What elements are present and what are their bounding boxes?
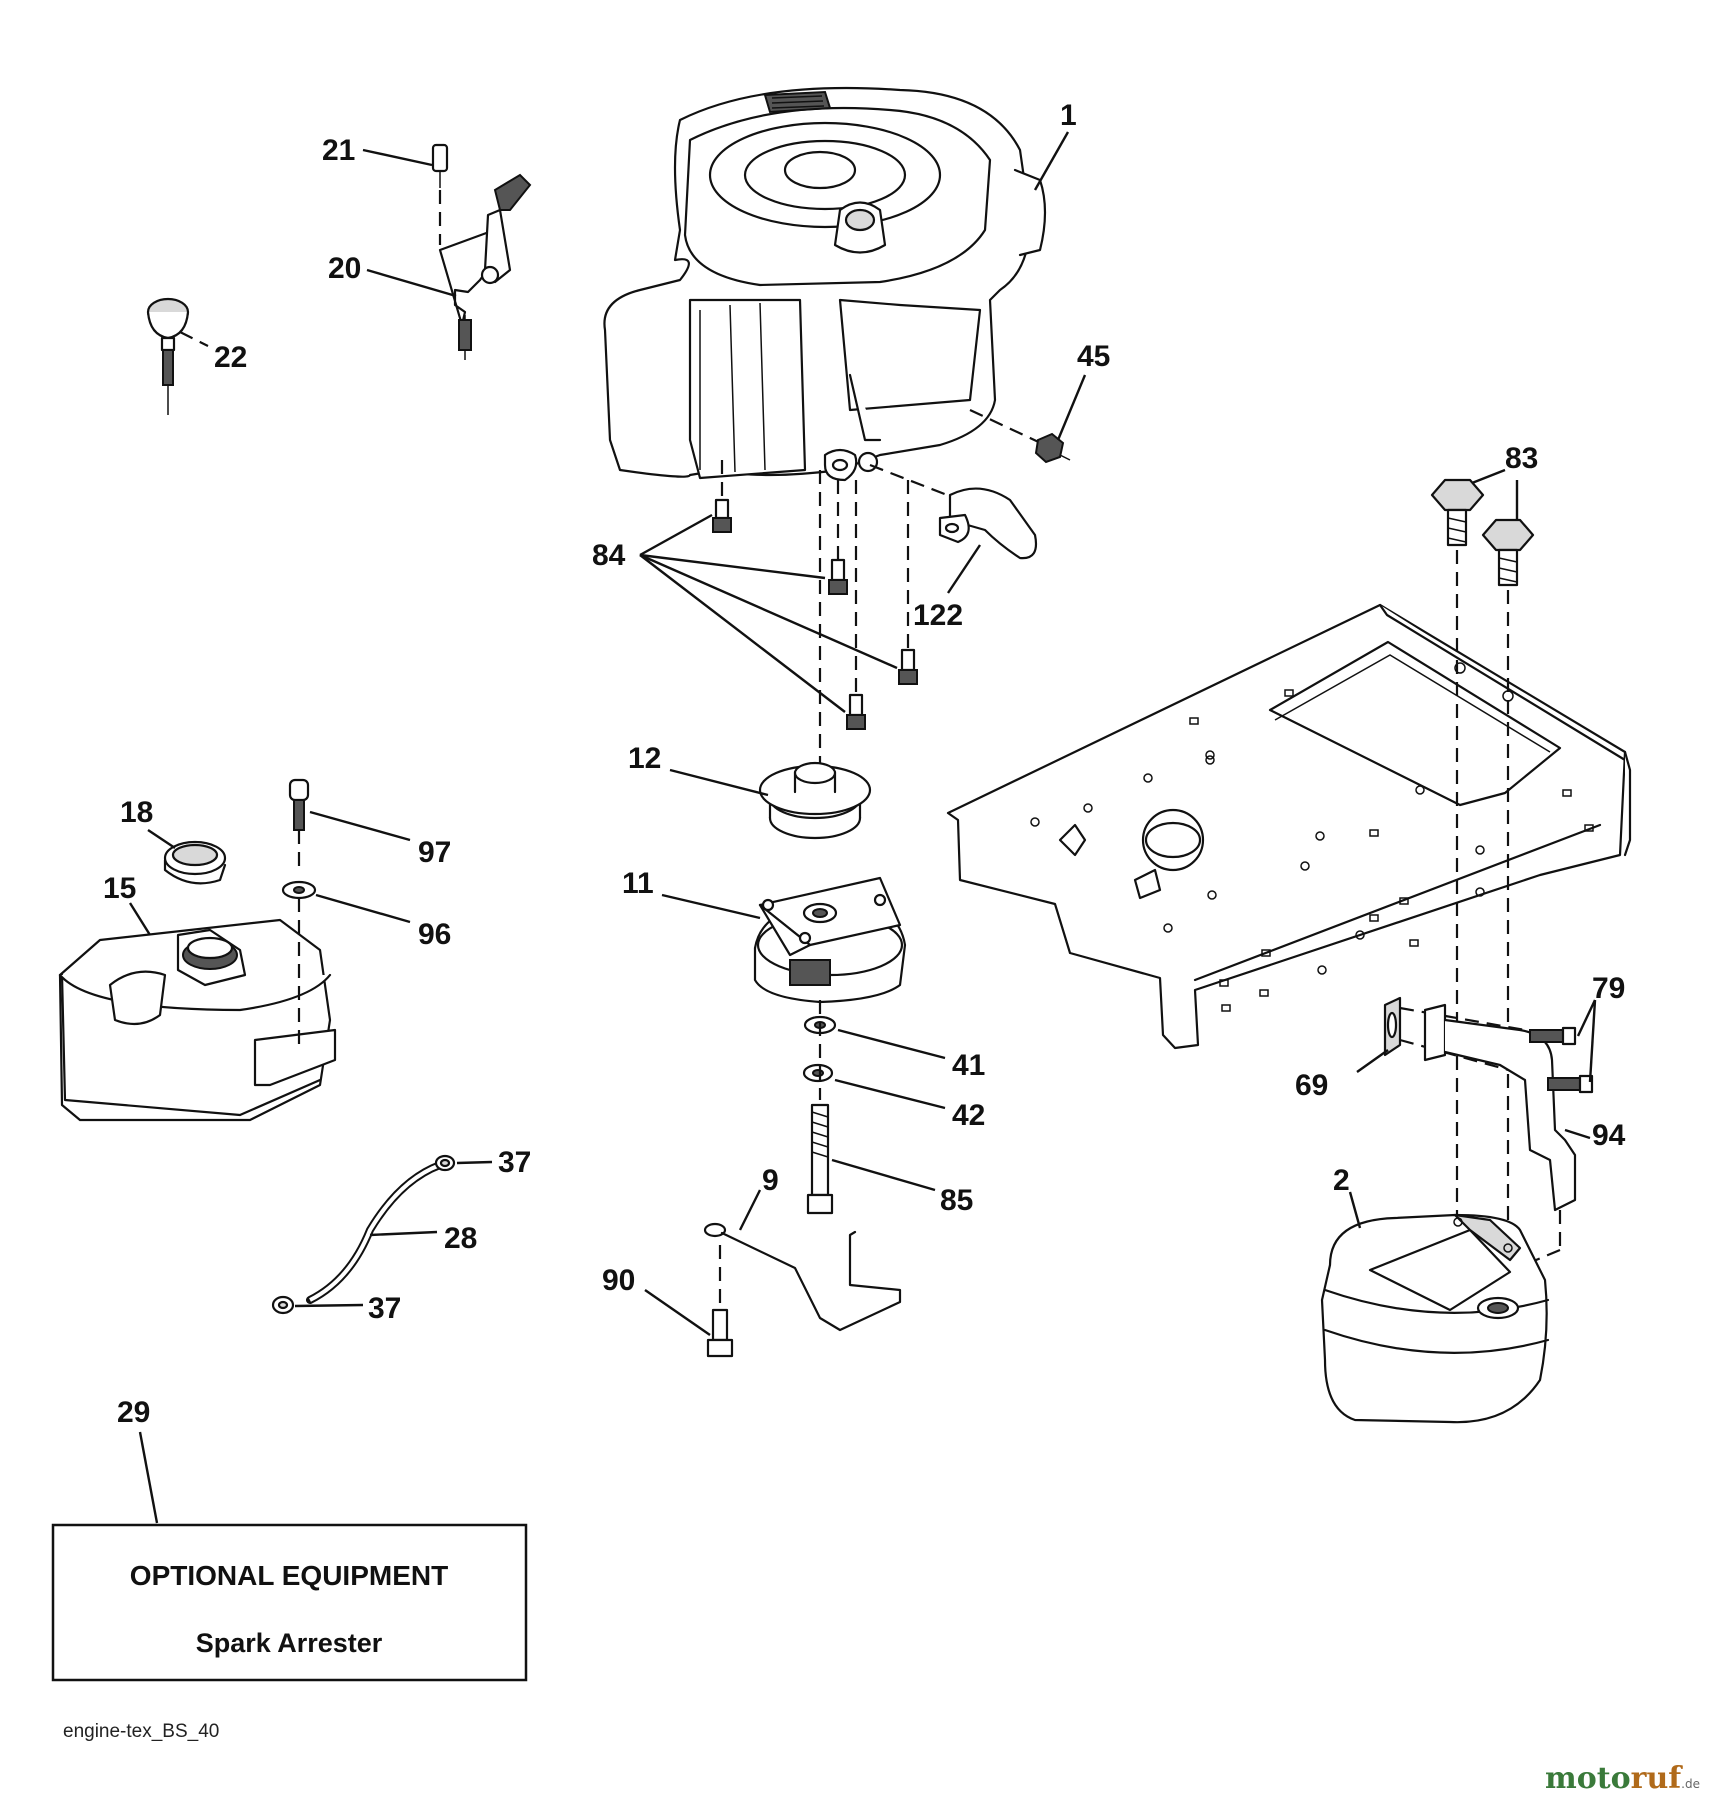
part-label-69: 69 <box>1295 1049 1389 1102</box>
engine <box>603 86 1047 482</box>
bolt-85 <box>806 1000 834 1215</box>
part-number-79: 79 <box>1592 972 1625 1005</box>
fuel-tank-15 <box>58 918 337 1122</box>
part-number-29: 29 <box>117 1396 150 1429</box>
throttle-control <box>431 143 532 360</box>
muffler-2 <box>1320 1210 1562 1424</box>
part-number-20: 20 <box>328 252 361 285</box>
part-number-96: 96 <box>418 918 451 951</box>
part-number-41: 41 <box>952 1049 985 1082</box>
part-number-69: 69 <box>1295 1069 1328 1102</box>
part-number-84: 84 <box>592 539 626 572</box>
pulley-12 <box>758 761 872 840</box>
part-number-21: 21 <box>322 134 355 167</box>
washer-42 <box>802 1063 834 1083</box>
part-number-122: 122 <box>913 599 963 632</box>
part-number-45: 45 <box>1077 340 1110 373</box>
part-label-1: 1 <box>1033 99 1077 191</box>
part-label-122: 122 <box>913 544 981 632</box>
part-number-11: 11 <box>622 867 654 900</box>
svg-text:motoruf.de: motoruf.de <box>1545 1761 1700 1796</box>
part-label-79: 79 <box>1576 972 1625 1083</box>
part-label-22: 22 <box>179 331 247 374</box>
chassis-frame <box>946 603 1632 1050</box>
part-label-42: 42 <box>834 1078 985 1132</box>
part-label-21: 21 <box>322 134 433 167</box>
part-number-90: 90 <box>602 1264 635 1297</box>
spark-arrester-label: Spark Arrester <box>196 1628 383 1658</box>
part-number-85: 85 <box>940 1184 973 1217</box>
bolt-90 <box>706 1245 734 1358</box>
part-label-28: 28 <box>369 1222 477 1255</box>
part-number-37a: 37 <box>498 1146 531 1179</box>
watermark-logo: motoruf.de <box>1545 1761 1700 1796</box>
part-label-15: 15 <box>103 872 152 936</box>
frame-holes <box>1030 662 1594 1012</box>
clamp-37-top <box>434 1154 456 1172</box>
part-number-22: 22 <box>214 341 247 374</box>
part-label-94: 94 <box>1564 1119 1626 1152</box>
part-number-1: 1 <box>1060 99 1077 132</box>
part-label-90: 90 <box>602 1264 711 1336</box>
washer-96 <box>281 880 317 1045</box>
clamp-37-bottom <box>271 1295 295 1315</box>
part-label-11: 11 <box>622 867 761 920</box>
part-label-9: 9 <box>738 1164 779 1231</box>
part-number-2: 2 <box>1333 1164 1350 1197</box>
part-label-29: 29 <box>117 1396 159 1524</box>
screw-97 <box>288 778 310 870</box>
part-label-37-bottom: 37 <box>294 1292 401 1325</box>
optional-equipment-box: OPTIONAL EQUIPMENT Spark Arrester <box>51 1523 528 1682</box>
part-number-12: 12 <box>628 742 661 775</box>
bolts-83 <box>1430 478 1535 1248</box>
part-label-12: 12 <box>628 742 769 797</box>
fuel-line-28 <box>306 1161 444 1304</box>
pto-clutch <box>753 876 907 1004</box>
part-number-97: 97 <box>418 836 451 869</box>
choke-knob <box>146 297 190 415</box>
part-number-15: 15 <box>103 872 136 905</box>
diagram-id: engine-tex_BS_40 <box>63 1721 219 1742</box>
part-label-83: 83 <box>1471 442 1538 520</box>
part-label-45: 45 <box>1056 340 1110 441</box>
part-label-85: 85 <box>831 1158 973 1217</box>
part-label-2: 2 <box>1333 1164 1362 1229</box>
part-number-37b: 37 <box>368 1292 401 1325</box>
nut-45 <box>969 409 1071 464</box>
part-label-18: 18 <box>120 796 176 849</box>
part-number-83: 83 <box>1505 442 1538 475</box>
part-label-84: 84 <box>592 513 898 713</box>
part-label-97: 97 <box>309 810 451 869</box>
part-number-94: 94 <box>1592 1119 1626 1152</box>
part-number-28: 28 <box>444 1222 477 1255</box>
part-label-96: 96 <box>315 893 451 951</box>
optional-equipment-title: OPTIONAL EQUIPMENT <box>130 1560 448 1591</box>
bolts-84 <box>712 460 918 730</box>
part-number-9: 9 <box>762 1164 779 1197</box>
watermark-brand-b: ruf <box>1631 1761 1684 1796</box>
part-number-18: 18 <box>120 796 153 829</box>
gasket-69 <box>1383 996 1402 1057</box>
part-label-41: 41 <box>837 1028 985 1082</box>
fuel-cap-18 <box>163 840 227 885</box>
heat-shield <box>869 463 1038 560</box>
watermark-suffix: .de <box>1681 1777 1700 1791</box>
part-label-20: 20 <box>328 252 457 298</box>
rod-9 <box>703 1222 902 1332</box>
watermark-brand-a: moto <box>1545 1761 1631 1796</box>
part-label-37-top: 37 <box>456 1146 531 1179</box>
part-number-42: 42 <box>952 1099 985 1132</box>
bolts-79 <box>1529 1026 1594 1094</box>
